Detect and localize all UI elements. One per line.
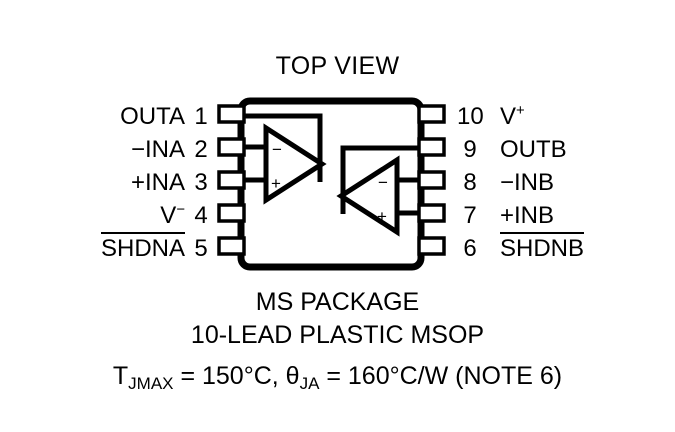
lead-pin-1: [217, 104, 246, 124]
pin-number-2: 2: [194, 136, 208, 163]
pin-name-9: OUTB: [500, 136, 567, 163]
pin-number-6: 6: [463, 235, 477, 262]
amp-b-triangle: [336, 155, 400, 237]
lead-pin-10: [417, 104, 446, 124]
lead-pin-4: [217, 203, 246, 223]
theta-symbol: θ: [285, 362, 300, 390]
pin-name-1: OUTA: [120, 103, 185, 130]
lead-pin-9: [417, 137, 446, 157]
amp-b-plus-label: +: [377, 207, 387, 226]
lead-pin-5: [217, 236, 246, 256]
left-pin-number-column: 1 2 3 4 5: [188, 100, 214, 265]
package-name-caption: MS PACKAGE: [255, 288, 420, 316]
right-pin-number-column: 10 9 8 7 6: [457, 100, 484, 265]
theta-value: = 160°C/W (NOTE 6): [319, 362, 563, 390]
tjmax-value: = 150°C,: [173, 362, 286, 390]
pin-name-4: V−: [160, 201, 185, 229]
theta-subscript: JA: [299, 373, 320, 393]
tjmax-symbol: T: [112, 362, 129, 390]
shdna-overline-label: SHDNA: [100, 232, 185, 264]
pin-name-8: −INB: [500, 169, 555, 196]
pin-number-3: 3: [194, 169, 208, 196]
pin-number-5: 5: [194, 235, 208, 262]
page-title: TOP VIEW: [275, 52, 400, 80]
pin-name-6: SHDNB: [500, 232, 675, 265]
lead-pin-8: [417, 170, 446, 190]
pin-number-1: 1: [194, 103, 208, 130]
v-minus-superscript: −: [176, 201, 185, 218]
lead-pin-3: [217, 170, 246, 190]
package-type-caption: 10-LEAD PLASTIC MSOP: [190, 321, 485, 349]
pin-number-4: 4: [194, 202, 208, 229]
left-pin-name-column: OUTA −INA +INA V− SHDNA: [0, 100, 185, 265]
pin-number-10: 10: [457, 103, 484, 130]
right-pin-name-column: V+ OUTB −INB +INB SHDNB: [500, 100, 675, 265]
pin-name-7: +INB: [500, 202, 555, 229]
pin-name-10: V+: [500, 102, 525, 130]
pin-name-3: +INA: [130, 169, 185, 196]
lead-pin-2: [217, 137, 246, 157]
shdnb-overline-label: SHDNB: [500, 232, 585, 264]
thermal-spec-caption: TJMAX = 150°C, θJA = 160°C/W (NOTE 6): [0, 362, 675, 393]
amp-a-triangle: [263, 123, 327, 205]
pin-number-9: 9: [463, 136, 477, 163]
lead-pin-7: [417, 203, 446, 223]
amp-a-plus-label: +: [271, 174, 281, 193]
pin-number-8: 8: [463, 169, 477, 196]
pin-name-5: SHDNA: [0, 232, 185, 265]
lead-pin-6: [417, 236, 446, 256]
pin-name-2: −INA: [130, 136, 185, 163]
v-plus-superscript: +: [516, 102, 525, 119]
amp-b-minus-label: −: [378, 173, 388, 192]
tjmax-subscript: JMAX: [128, 373, 174, 393]
pin-number-7: 7: [463, 202, 477, 229]
amp-a-minus-label: −: [272, 140, 282, 159]
